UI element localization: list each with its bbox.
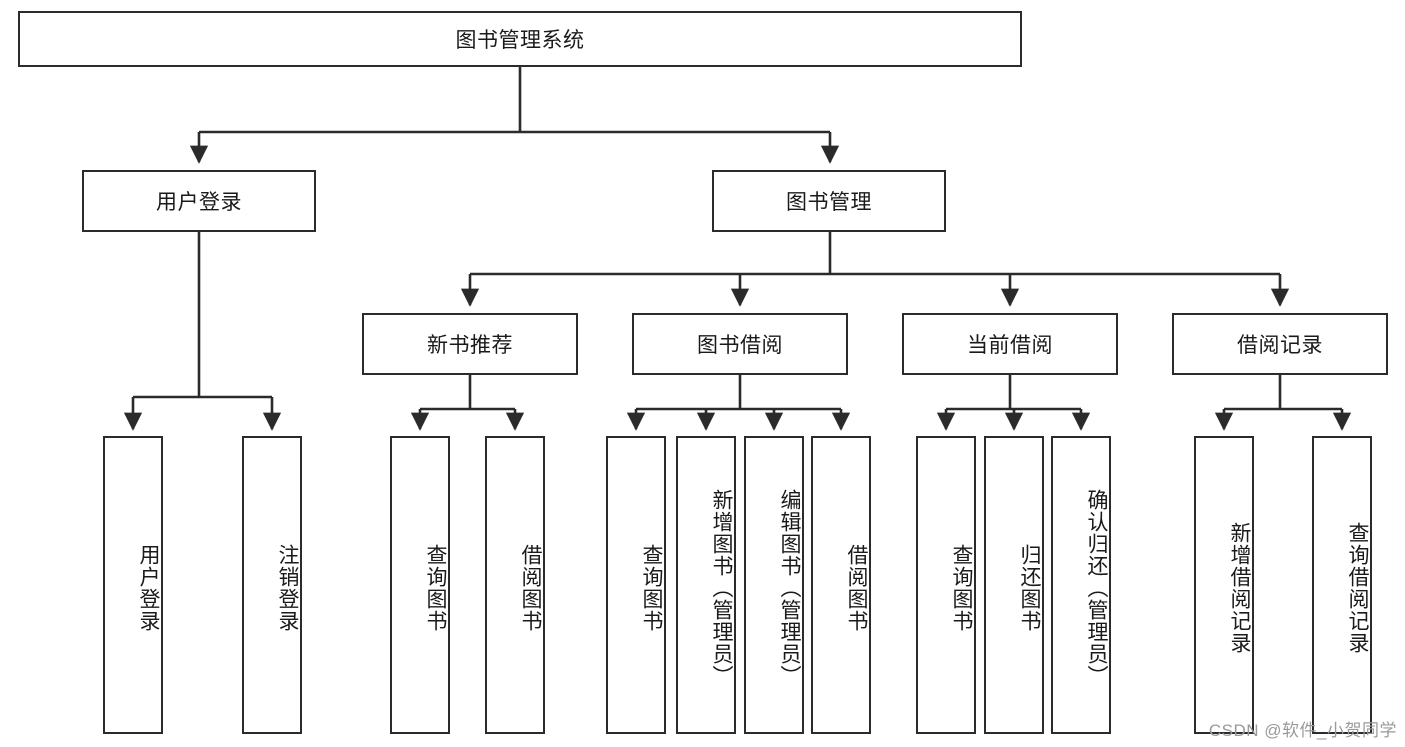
node-borrow-record-label: 借阅记录 [1237,334,1323,357]
node-leaf-query-book-3-label: 查询图书 [950,544,973,632]
node-current-borrow-label: 当前借阅 [967,334,1053,357]
node-user-login-label: 用户登录 [156,191,242,214]
node-leaf-query-record[interactable]: 查询借阅记录 [1312,436,1372,734]
node-leaf-logout-label: 注销登录 [276,544,299,632]
node-leaf-add-record-label: 新增借阅记录 [1228,522,1251,654]
node-borrow-record[interactable]: 借阅记录 [1172,313,1388,375]
node-leaf-query-book-1[interactable]: 查询图书 [390,436,450,734]
node-root[interactable]: 图书管理系统 [18,11,1022,67]
node-book-borrow[interactable]: 图书借阅 [632,313,848,375]
node-leaf-logout[interactable]: 注销登录 [242,436,302,734]
node-leaf-confirm-return[interactable]: 确认归还（管理员） [1051,436,1111,734]
node-root-label: 图书管理系统 [455,29,585,52]
node-new-book-recommend[interactable]: 新书推荐 [362,313,578,375]
node-leaf-user-login-label: 用户登录 [137,544,160,632]
node-leaf-return-book-label: 归还图书 [1018,544,1041,632]
node-leaf-query-book-3[interactable]: 查询图书 [916,436,976,734]
node-book-manage-label: 图书管理 [786,191,872,214]
node-leaf-query-book-1-label: 查询图书 [424,544,447,632]
node-leaf-return-book[interactable]: 归还图书 [984,436,1044,734]
node-leaf-add-book-label: 新增图书（管理员） [710,489,733,687]
node-leaf-borrow-book-1[interactable]: 借阅图书 [485,436,545,734]
node-book-borrow-label: 图书借阅 [697,334,783,357]
node-new-book-recommend-label: 新书推荐 [427,334,513,357]
node-leaf-borrow-book-1-label: 借阅图书 [519,544,542,632]
node-leaf-query-book-2-label: 查询图书 [640,544,663,632]
node-user-login[interactable]: 用户登录 [82,170,316,232]
node-current-borrow[interactable]: 当前借阅 [902,313,1118,375]
node-leaf-borrow-book-2-label: 借阅图书 [845,544,868,632]
watermark: CSDN @软件_小贺同学 [1208,721,1397,740]
node-leaf-confirm-return-label: 确认归还（管理员） [1085,489,1108,687]
node-leaf-edit-book[interactable]: 编辑图书（管理员） [744,436,804,734]
node-leaf-add-record[interactable]: 新增借阅记录 [1194,436,1254,734]
node-book-manage[interactable]: 图书管理 [712,170,946,232]
node-leaf-user-login[interactable]: 用户登录 [103,436,163,734]
node-leaf-add-book[interactable]: 新增图书（管理员） [676,436,736,734]
node-leaf-edit-book-label: 编辑图书（管理员） [778,489,801,687]
node-leaf-borrow-book-2[interactable]: 借阅图书 [811,436,871,734]
node-leaf-query-book-2[interactable]: 查询图书 [606,436,666,734]
node-leaf-query-record-label: 查询借阅记录 [1346,522,1369,654]
